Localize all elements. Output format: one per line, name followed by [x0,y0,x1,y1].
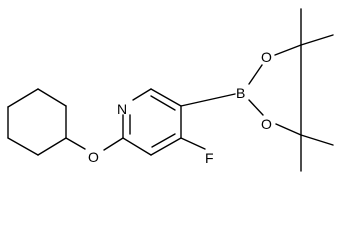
bond [150,137,182,156]
fluorine-label: F [205,150,214,166]
ether-linkage [65,137,124,151]
bond [65,137,86,150]
pyridine-ring [122,88,182,156]
boronate-oxygen-lower-label: O [261,116,272,132]
bond [122,137,152,156]
nitrogen-label: N [117,101,127,117]
bond [300,34,334,46]
bond [151,133,176,148]
bond [150,95,176,111]
cyclohexyl-ring [7,88,67,156]
bond [180,93,236,107]
bond [103,137,124,151]
bond [300,134,334,146]
bond [275,123,302,136]
bond [180,137,206,150]
bond [7,88,39,108]
structure-canvas: N O F B O O [7,8,334,172]
boron-label: B [236,85,245,101]
ether-oxygen-label: O [88,149,99,165]
bond [7,137,39,156]
bond [274,44,302,56]
bond [37,137,67,156]
bond [37,88,67,107]
bond [248,64,263,85]
methyl-groups [300,8,334,172]
pinacol-boronate-ring [248,44,302,136]
bond [132,88,152,101]
bond [248,99,264,116]
molecule-structure: N O F B O O [7,8,334,172]
bond [150,88,182,107]
boronate-oxygen-upper-label: O [261,49,272,65]
